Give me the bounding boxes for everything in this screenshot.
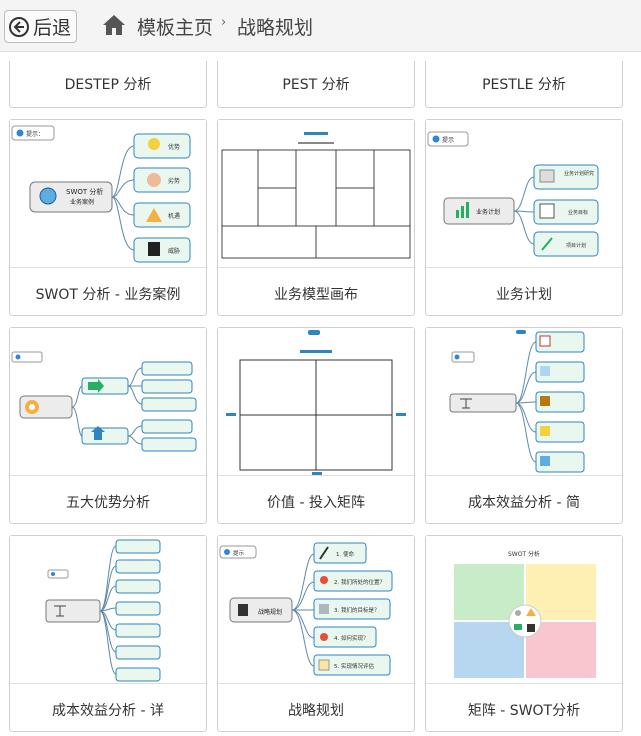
branch-label: 4. 如何实现？ [334, 634, 369, 642]
note-label: 提示： [26, 130, 44, 138]
template-thumbnail: SWOT 分析 [426, 536, 622, 684]
template-title: 矩阵 - SWOT分析 [467, 703, 581, 719]
back-button[interactable]: 后退 [4, 10, 77, 43]
template-thumbnail [218, 120, 414, 268]
branch-label: 机遇 [168, 212, 180, 220]
template-thumbnail: 提示 战略规划 1. 使命 2. 我们所处的位置？ 3. 我们的目标是？ 4. … [218, 536, 414, 684]
note-label: 提示 [442, 136, 454, 144]
branch-label: 劣势 [168, 177, 180, 185]
template-card-strategic-planning[interactable]: 提示 战略规划 1. 使命 2. 我们所处的位置？ 3. 我们的目标是？ 4. … [217, 535, 415, 732]
branch-label: 业务计划研究 [564, 170, 594, 177]
template-title: PEST 分析 [282, 77, 350, 93]
note-label: 提示 [233, 549, 245, 557]
template-card-swot-business-case[interactable]: 提示： SWOT 分析 业务案例 优势 劣势 机遇 威胁 SWOT 分析 - 业… [9, 119, 207, 316]
template-card-destep[interactable]: DESTEP 分析 [9, 61, 207, 108]
template-title: 价值 - 投入矩阵 [267, 495, 365, 511]
template-thumbnail [10, 328, 206, 476]
template-card-cost-benefit-simple[interactable]: 成本效益分析 - 简 [425, 327, 623, 524]
template-title: DESTEP 分析 [64, 77, 152, 93]
center-label: 战略规划 [258, 608, 282, 616]
template-title: 五大优势分析 [66, 495, 150, 511]
branch-label: 威胁 [168, 247, 180, 255]
branch-label: 5. 实现情况评估 [334, 662, 374, 670]
arrow-left-circle-icon [9, 16, 29, 37]
branch-label: 3. 我们的目标是？ [334, 606, 380, 614]
center-line1: SWOT 分析 [66, 187, 103, 196]
branch-label: 1. 使命 [336, 550, 354, 558]
template-title: 战略规划 [288, 703, 344, 719]
center-label: 业务计划 [476, 208, 500, 216]
template-thumbnail [218, 328, 414, 476]
template-title: PESTLE 分析 [482, 77, 566, 93]
template-card-cost-benefit-detailed[interactable]: 成本效益分析 - 详 [9, 535, 207, 732]
template-title: 成本效益分析 - 简 [468, 495, 580, 511]
center-line2: 业务案例 [70, 198, 94, 206]
template-card-value-effort-matrix[interactable]: 价值 - 投入矩阵 [217, 327, 415, 524]
breadcrumb-separator: › [221, 15, 227, 30]
template-card-pest[interactable]: PEST 分析 [217, 61, 415, 108]
template-title: 业务计划 [496, 287, 552, 303]
template-card-business-plan[interactable]: 提示 业务计划 业务计划研究 业务目标 项目计划 业务计划 [425, 119, 623, 316]
template-thumbnail [426, 328, 622, 476]
breadcrumb-current: 战略规划 [237, 17, 314, 39]
template-thumbnail: 提示： SWOT 分析 业务案例 优势 劣势 机遇 威胁 [10, 120, 206, 268]
template-card-swot-matrix[interactable]: SWOT 分析 矩阵 - SWOT分析 [425, 535, 623, 732]
template-card-business-model-canvas[interactable]: 业务模型画布 [217, 119, 415, 316]
matrix-heading: SWOT 分析 [508, 550, 540, 558]
home-icon[interactable] [102, 14, 126, 36]
template-thumbnail [10, 536, 206, 684]
template-title: 业务模型画布 [274, 287, 358, 303]
template-card-five-forces[interactable]: 五大优势分析 [9, 327, 207, 524]
back-button-label: 后退 [33, 17, 72, 39]
template-title: 成本效益分析 - 详 [52, 703, 164, 719]
branch-label: 优势 [168, 143, 180, 151]
template-title: SWOT 分析 - 业务案例 [35, 287, 181, 303]
branch-label: 项目计划 [566, 242, 586, 249]
breadcrumb-home-link[interactable]: 模板主页 [137, 17, 214, 39]
branch-label: 业务目标 [568, 209, 588, 216]
top-navigation-bar: 后退 模板主页 › 战略规划 [0, 0, 641, 52]
template-card-pestle[interactable]: PESTLE 分析 [425, 61, 623, 108]
branch-label: 2. 我们所处的位置？ [334, 578, 385, 586]
template-thumbnail: 提示 业务计划 业务计划研究 业务目标 项目计划 [426, 120, 622, 268]
